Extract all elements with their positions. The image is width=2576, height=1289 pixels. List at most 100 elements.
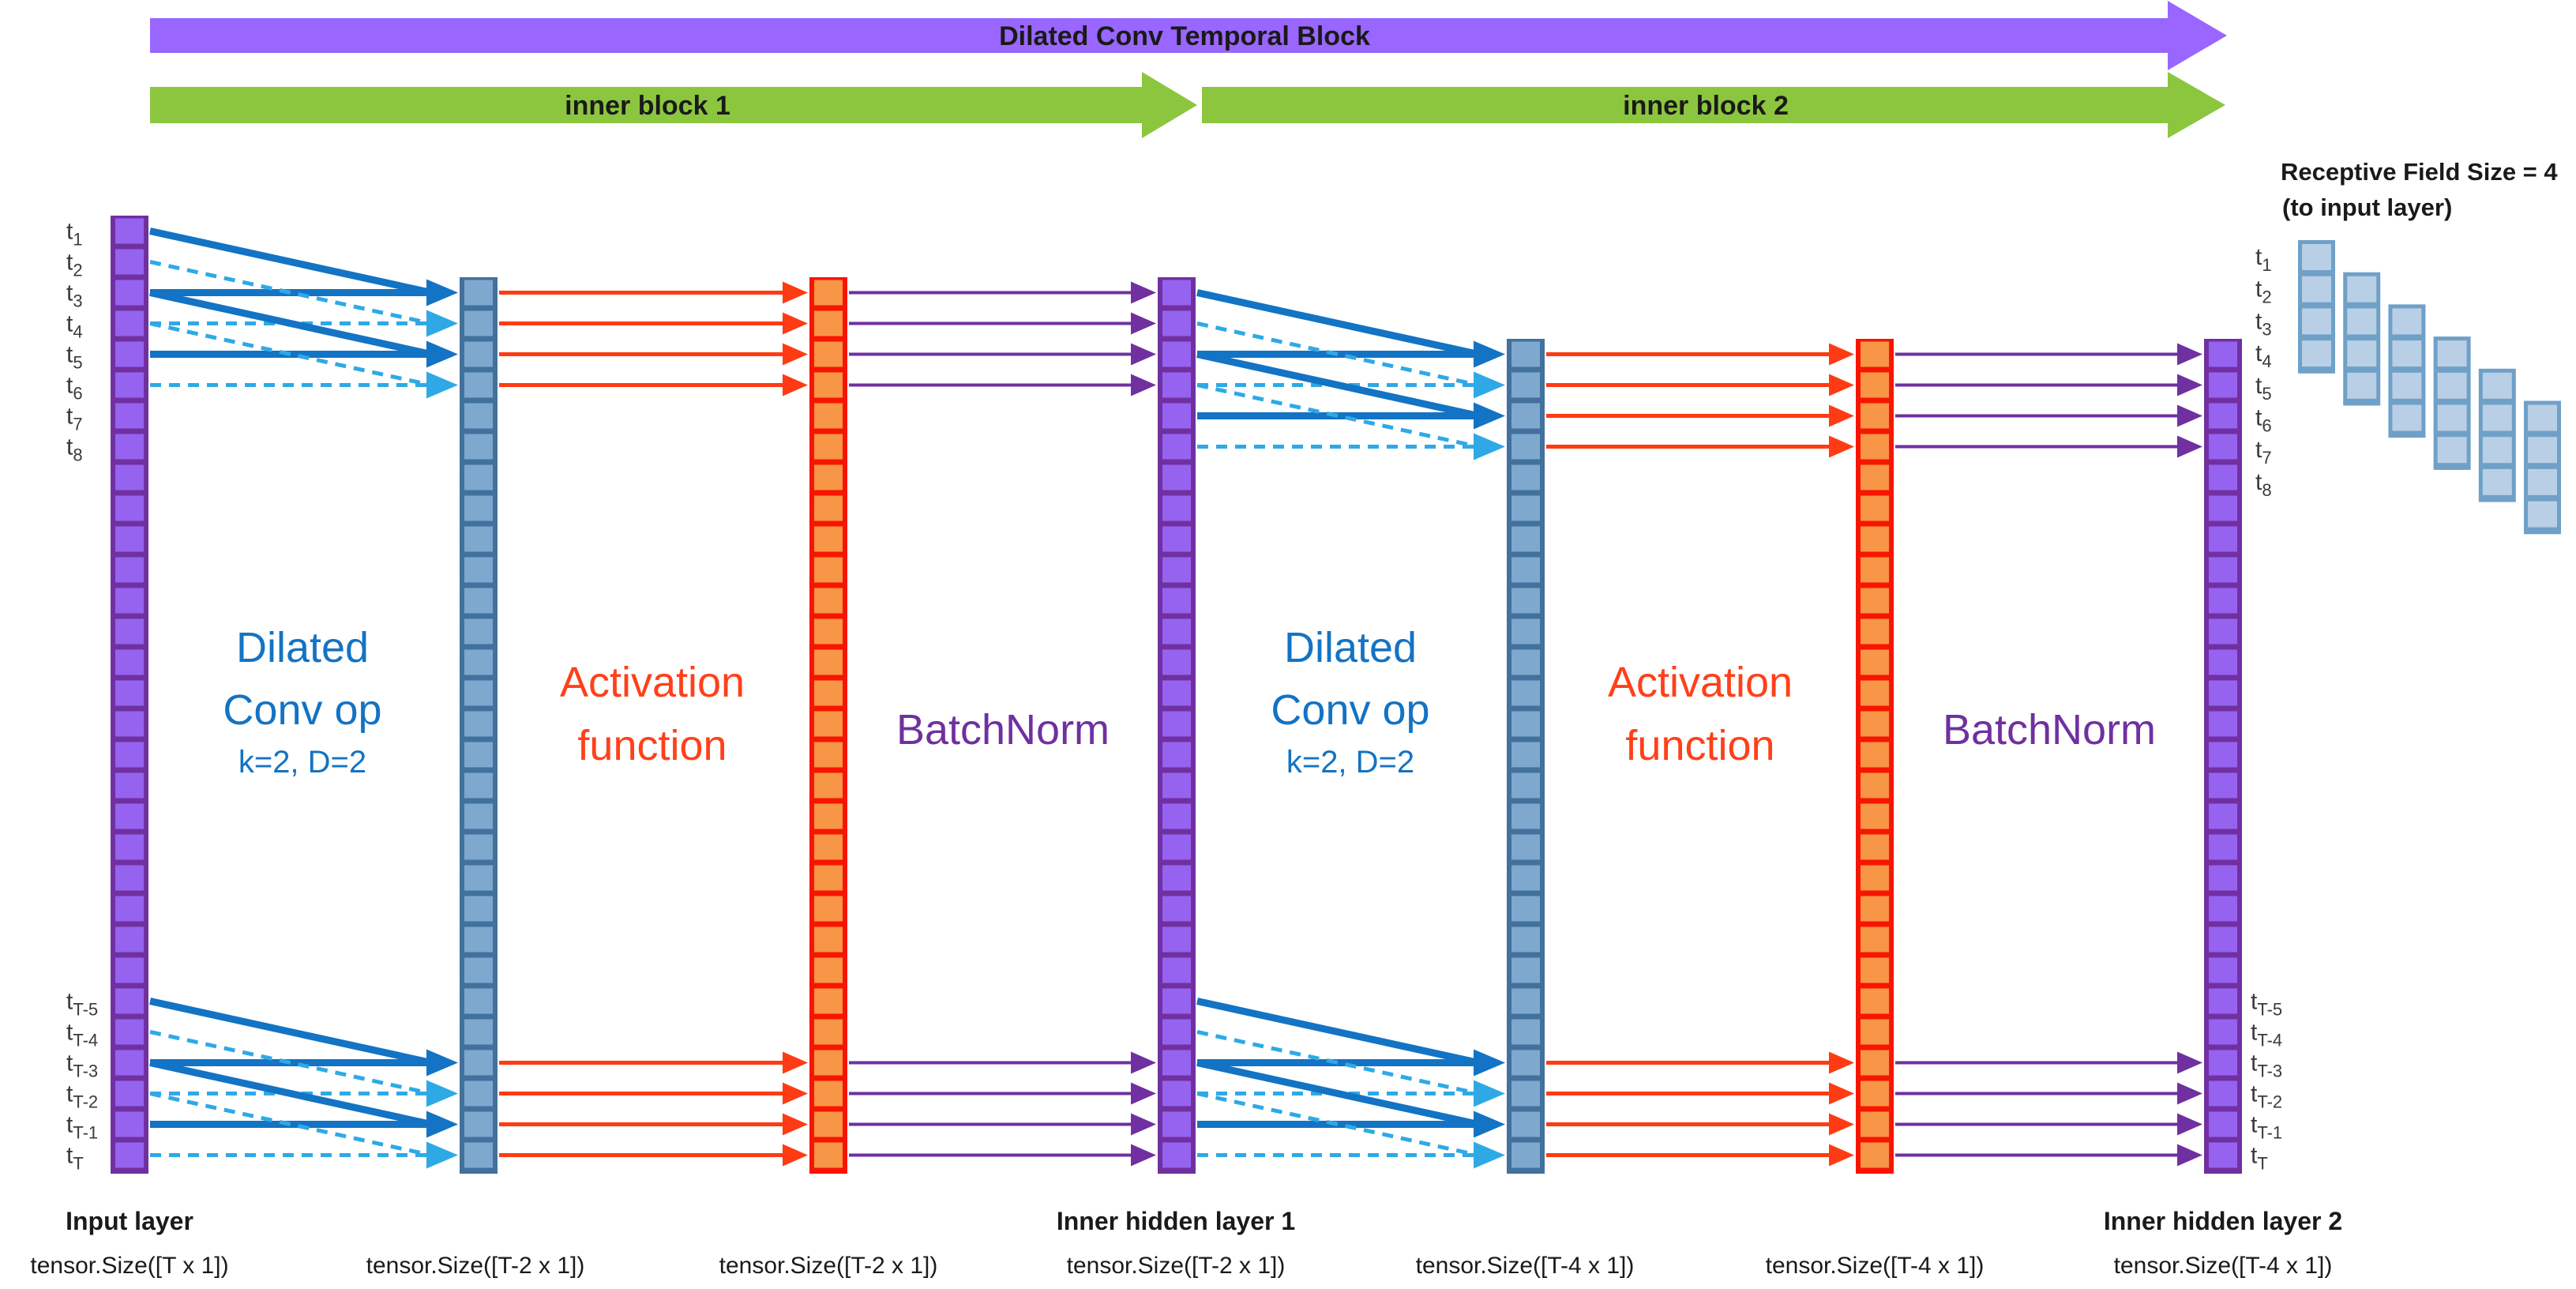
cell [464,803,493,829]
cell [1162,1111,1191,1137]
cell [2209,372,2237,398]
straight-arrowhead-icon [2177,1051,2202,1074]
mini-cell [2437,372,2467,399]
banner-outer-label: Dilated Conv Temporal Block [999,21,1370,51]
cell [1511,649,1540,675]
cell [1861,557,1889,583]
cell [1861,711,1889,737]
cell [464,341,493,367]
straight-arrowhead-icon [783,1144,808,1167]
layer-column-act2o [1856,339,1894,1174]
cell [464,618,493,644]
cell [464,1050,493,1076]
cell [1511,1080,1540,1107]
receptive-field-column [2388,304,2426,438]
caption-conv1-out-size: tensor.Size([T-2 x 1]) [366,1253,585,1279]
op-label-batchnorm-2: BatchNorm [1943,706,2156,753]
cell [1511,403,1540,429]
straight-arrowhead-icon [783,1113,808,1136]
caption-hidden2-size: tensor.Size([T-4 x 1]) [2114,1253,2333,1279]
cell [2209,495,2237,521]
straight-arrowhead-icon [1131,1144,1156,1167]
cell [1162,772,1191,799]
conv-line-solid [1196,998,1479,1066]
cell [1162,988,1191,1014]
cell [464,1111,493,1137]
cell [115,1111,144,1137]
straight-arrowhead-icon [1131,281,1156,304]
mini-cell [2347,372,2377,399]
cell [115,1019,144,1045]
cell [1162,742,1191,768]
time-label: t5 [66,342,83,373]
cell [1861,526,1889,552]
cell [2209,865,2237,891]
time-label: tT-1 [66,1112,98,1143]
mini-cell [2528,404,2557,431]
caption-hidden1-title: Inner hidden layer 1 [1057,1207,1295,1235]
caption-act2-out-size: tensor.Size([T-4 x 1]) [1766,1253,1985,1279]
straight-arrowhead-icon [1131,374,1156,396]
straight-arrowhead-icon [2177,404,2202,427]
cell [1511,772,1540,799]
cell [115,434,144,460]
cell [115,1142,144,1168]
mini-cell [2302,276,2331,303]
banner-inner2-label: inner block 2 [1623,91,1789,121]
conv-arrowhead-icon [1474,402,1505,430]
op-label-activation-1: Activation function [560,659,745,769]
cell [464,557,493,583]
straight-arrowhead-icon [2177,343,2202,366]
cell [1511,618,1540,644]
straight-arrowhead-icon [783,281,808,304]
conv1-label-line1: Dilated [236,624,369,671]
straight-arrowhead-icon [1131,312,1156,335]
time-label: t8 [66,434,83,465]
caption-hidden1-size: tensor.Size([T-2 x 1]) [1067,1253,1286,1279]
straight-arrowhead-icon [1829,343,1854,366]
layer-column-act1o [809,277,847,1174]
cell [814,310,843,336]
cell [115,464,144,490]
cell [464,711,493,737]
cell [1861,865,1889,891]
cell [1511,1050,1540,1076]
time-label: t4 [66,311,83,342]
cell [1861,495,1889,521]
conv2-label-params: k=2, D=2 [1286,745,1414,780]
cell [814,557,843,583]
conv-arrowhead-dashed-icon [1474,433,1505,460]
cell [1162,680,1191,706]
cell [464,403,493,429]
cell [115,280,144,306]
straight-arrowhead-icon [783,1082,808,1105]
connection-arrows [149,227,2202,1169]
cell [464,926,493,953]
receptive-field-time-label: t2 [2255,276,2272,307]
cell [1162,280,1191,306]
time-label: tT-3 [2251,1050,2282,1081]
cell [2209,988,2237,1014]
receptive-field-column [2343,272,2381,406]
cell [1511,803,1540,829]
receptive-field-column [2524,400,2561,535]
mini-cell [2392,372,2422,399]
op-label-dilated-conv-2: Dilated Conv op k=2, D=2 [1271,624,1429,780]
conv1-label-line2: Conv op [223,686,381,734]
caption-hidden2-title: Inner hidden layer 2 [2104,1207,2342,1235]
time-label: tT-2 [2251,1081,2282,1112]
conv-line-solid [1196,1059,1479,1128]
cell [814,280,843,306]
cell [115,218,144,244]
conv2-label-line2: Conv op [1271,686,1429,734]
caption-conv2-out-size: tensor.Size([T-4 x 1]) [1416,1253,1635,1279]
bottom-captions: Input layer tensor.Size([T x 1]) tensor.… [30,1207,2342,1279]
cell [1511,341,1540,367]
cell [1162,1142,1191,1168]
cell [115,711,144,737]
time-label: tT-1 [2251,1112,2282,1143]
cell [464,742,493,768]
banner-inner2-bar [1202,87,2168,123]
cell [1511,588,1540,614]
act1-label-line1: Activation [560,659,745,706]
